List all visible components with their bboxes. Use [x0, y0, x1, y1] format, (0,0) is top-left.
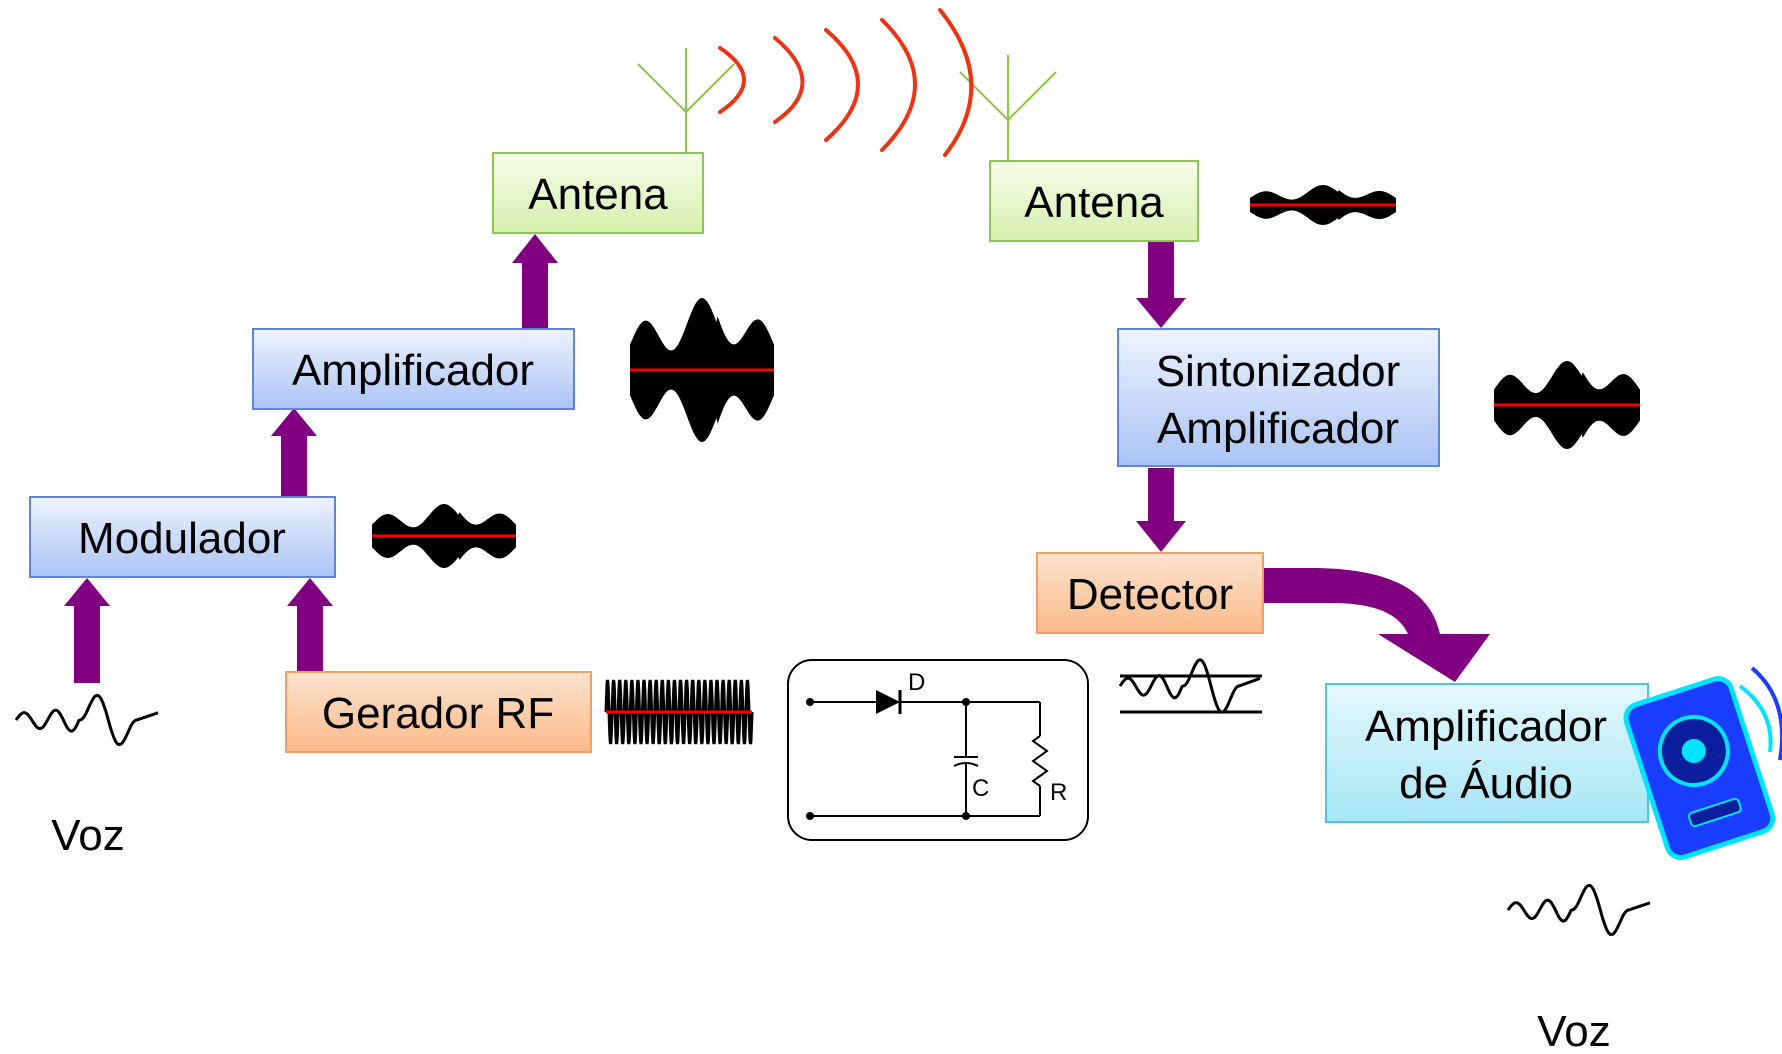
tuner-amplifier-block: Sintonizador Amplificador	[1117, 328, 1440, 467]
transmitter-voice-label: Voz	[51, 811, 124, 860]
detector-circuit: D C R	[787, 659, 1089, 841]
modulator-block: Modulador	[29, 496, 336, 578]
tuner-amplifier-label: Amplificador	[1157, 404, 1399, 453]
rf-generator-block: Gerador RF	[285, 671, 592, 753]
arrow-voice-to-modulator	[64, 578, 110, 683]
waveform-icon	[604, 679, 754, 745]
audio-amplifier-label-2: de Áudio	[1399, 759, 1573, 808]
waveform-icon	[1494, 361, 1640, 449]
speaker-icon	[1623, 666, 1782, 861]
transmitter-antenna-block: Antena	[492, 152, 704, 234]
arrow-detector-to-audio-amplifier	[1262, 568, 1490, 682]
arrow-antenna-to-tuner	[1136, 241, 1186, 328]
modulator-label: Modulador	[78, 514, 286, 563]
radio-waves-icon	[718, 8, 974, 157]
transmitter-amplifier-label: Amplificador	[292, 346, 534, 395]
waveform-icon	[1506, 883, 1651, 937]
arrow-rf-to-modulator	[287, 578, 333, 673]
arrow-amplifier-to-antenna	[512, 234, 558, 330]
waveform-icon	[14, 693, 159, 747]
antenna-icon	[959, 55, 1057, 161]
arrow-tuner-to-detector	[1136, 468, 1186, 552]
audio-amplifier-block: Amplificador de Áudio	[1325, 683, 1649, 823]
diode-label: D	[908, 669, 925, 696]
detector-block: Detector	[1036, 552, 1264, 634]
antenna-icon	[637, 48, 735, 153]
transmitter-antenna-label: Antena	[528, 170, 668, 219]
rf-generator-label: Gerador RF	[322, 689, 554, 738]
capacitor-label: C	[972, 775, 989, 802]
transmitter-amplifier-block: Amplificador	[252, 328, 575, 410]
audio-amplifier-label: Amplificador	[1365, 702, 1607, 751]
waveform-icon	[1118, 658, 1262, 714]
waveform-icon	[630, 298, 774, 442]
waveform-icon	[372, 504, 516, 568]
resistor-label: R	[1050, 779, 1067, 806]
detector-label: Detector	[1067, 570, 1233, 619]
receiver-antenna-label: Antena	[1024, 178, 1164, 227]
waveform-icon	[1250, 185, 1396, 225]
receiver-antenna-block: Antena	[989, 160, 1199, 242]
receiver-voice-label: Voz	[1537, 1007, 1610, 1054]
arrow-modulator-to-amplifier	[271, 408, 317, 498]
tuner-label: Sintonizador	[1156, 347, 1401, 396]
